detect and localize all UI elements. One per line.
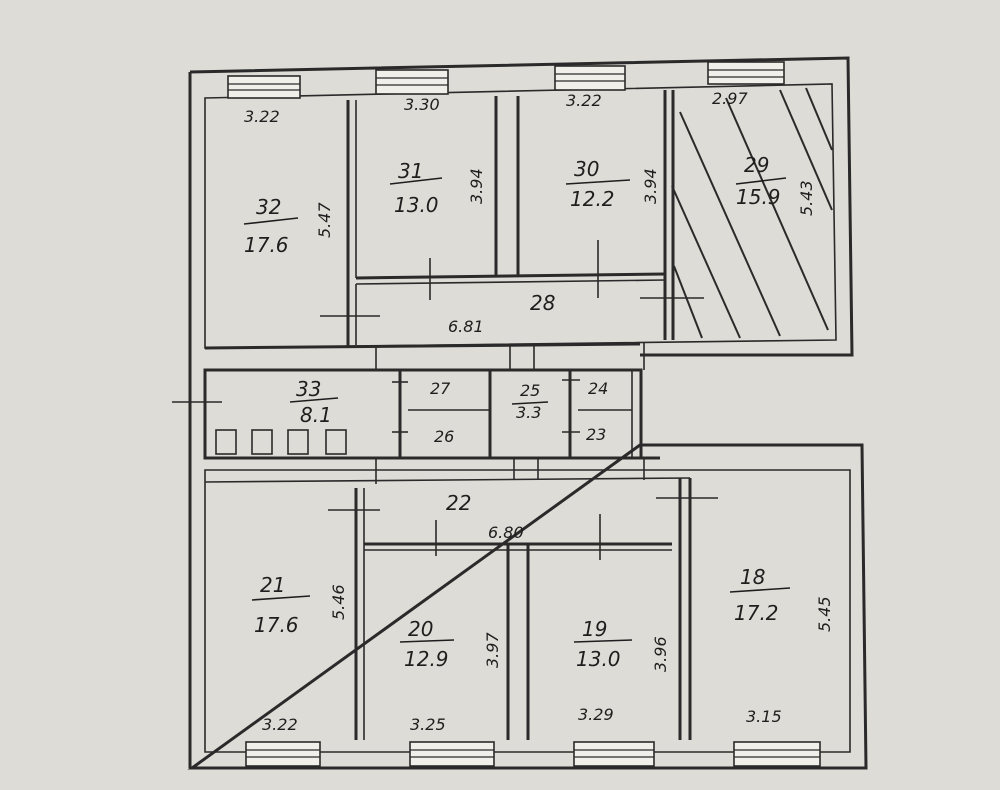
room-20-area: 12.9 (404, 647, 449, 671)
room-21-area: 17.6 (254, 613, 299, 637)
room-30-area: 12.2 (570, 187, 615, 211)
room-29-area: 15.9 (736, 185, 781, 209)
room-19-width: 3.29 (578, 705, 614, 724)
room-32-width: 3.22 (244, 107, 280, 126)
room-19-side: 3.96 (651, 636, 670, 672)
upper-partitions (204, 90, 675, 350)
room-21-width: 3.22 (262, 715, 298, 734)
room-20-width: 3.25 (410, 715, 446, 734)
top-windows (227, 61, 785, 99)
room-19-number: 19 (582, 617, 607, 641)
room-26-number: 26 (434, 427, 454, 446)
room-24-number: 24 (588, 379, 608, 398)
room-23-number: 23 (586, 425, 606, 444)
room-31-number: 31 (398, 159, 423, 183)
room-30-width: 3.22 (566, 91, 602, 110)
room-30-number: 30 (574, 157, 599, 181)
lower-partitions (204, 477, 692, 740)
fraction-bars (243, 177, 791, 643)
room-31-side: 3.94 (467, 168, 486, 204)
room-29-side: 5.43 (797, 180, 816, 216)
room-25-number: 25 (520, 381, 540, 400)
room-20-number: 20 (408, 617, 433, 641)
room-19-area: 13.0 (576, 647, 621, 671)
room-32-area: 17.6 (244, 233, 289, 257)
room-25-area: 3.3 (516, 403, 541, 422)
room-29-number: 29 (744, 153, 769, 177)
room-28-number: 28 (530, 291, 555, 315)
room-18-side: 5.45 (815, 596, 834, 632)
room-20-side: 3.97 (483, 632, 502, 668)
room-29-width: 2.97 (712, 89, 748, 108)
room-27-number: 27 (430, 379, 451, 398)
room-21-side: 5.46 (329, 584, 348, 620)
room-18-number: 18 (740, 565, 765, 589)
service-block (203, 368, 660, 460)
room-32-side: 5.47 (315, 202, 334, 238)
room-29-hatching (671, 87, 833, 339)
room-18-width: 3.15 (746, 707, 782, 726)
room-21-number: 21 (260, 573, 285, 597)
room-31-width: 3.30 (404, 95, 440, 114)
room-22-length: 6.80 (488, 523, 524, 542)
inner-outline (204, 83, 837, 349)
inner-outline-lower (204, 469, 851, 753)
room-33-area: 8.1 (300, 403, 332, 427)
room-32-number: 32 (256, 195, 281, 219)
room-22-number: 22 (446, 491, 471, 515)
room-18-area: 17.2 (734, 601, 779, 625)
room-33-number: 33 (296, 377, 321, 401)
outer-wall (187, 56, 868, 770)
bottom-windows (245, 741, 821, 767)
room-28-length: 6.81 (448, 317, 484, 336)
room-31-area: 13.0 (394, 193, 439, 217)
door-marks (172, 240, 718, 560)
room-30-side: 3.94 (641, 168, 660, 204)
